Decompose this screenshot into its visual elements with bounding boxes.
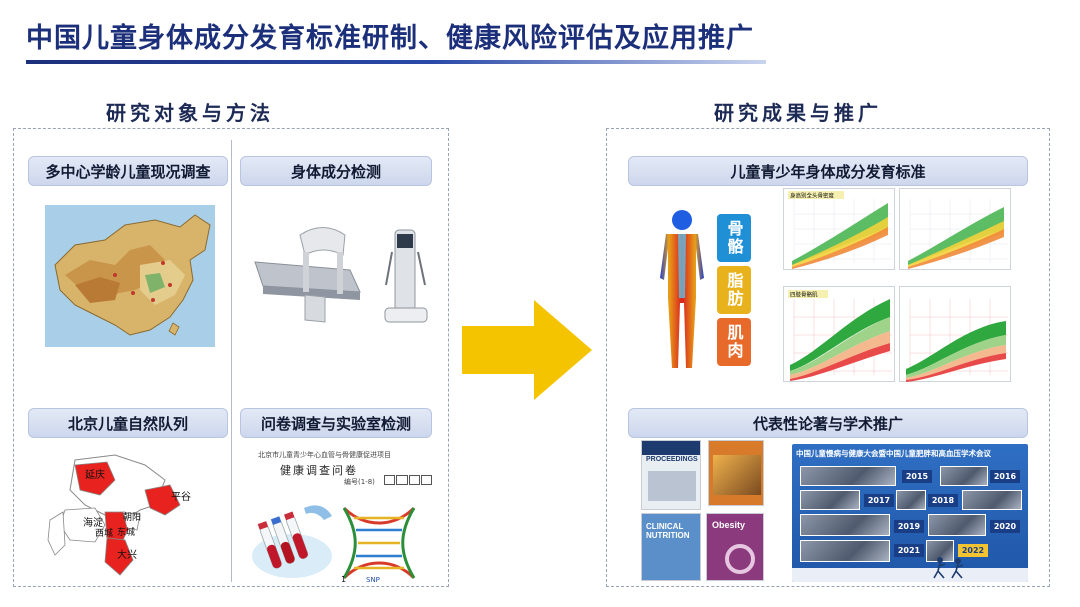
title-underline xyxy=(26,60,766,64)
cover-title-obesity: Obesity xyxy=(712,520,746,530)
tag-beijing-cohort: 北京儿童自然队列 xyxy=(28,408,228,438)
year-2019: 2019 xyxy=(894,520,924,533)
label-fat-text: 脂肪 xyxy=(724,272,744,308)
conference-timeline-image: 中国儿童慢病与健康大会暨中国儿童肥胖和高血压学术会议 2015 2016 201… xyxy=(792,444,1028,582)
chart-title-bmd: 身高别全头骨密度 xyxy=(790,192,835,200)
conference-header: 中国儿童慢病与健康大会暨中国儿童肥胖和高血压学术会议 xyxy=(796,449,991,458)
journal-cover-obesity: Obesity xyxy=(706,513,764,581)
map-label-daxing: 大兴 xyxy=(117,548,137,561)
cover-title-clinical-nutrition: CLINICAL NUTRITION xyxy=(646,522,690,540)
methods-divider xyxy=(231,140,232,582)
body-scan-figure-image xyxy=(648,208,716,373)
big-right-arrow-icon xyxy=(462,300,592,404)
right-section-heading: 研究成果与推广 xyxy=(714,101,882,125)
journal-cover-clinical-nutrition: CLINICAL NUTRITION xyxy=(641,513,701,581)
year-2022: 2022 xyxy=(958,544,988,557)
tag-body-composition-standard: 儿童青少年身体成分发育标准 xyxy=(628,156,1028,186)
questionnaire-title: 健康调查问卷 xyxy=(280,464,358,477)
tag-body-composition: 身体成分检测 xyxy=(240,156,432,186)
year-2016: 2016 xyxy=(990,470,1020,483)
growth-chart-bmd-boys: 身高别全头骨密度 xyxy=(783,188,895,270)
year-2018: 2018 xyxy=(928,494,958,507)
journal-cover-proceedings: PROCEEDINGS xyxy=(641,440,701,510)
map-label-pinggu: 平谷 xyxy=(171,491,191,503)
questionnaire-image: 北京市儿童青少年心血管与骨健康促进项目 健康调查问卷 编号(1-8) xyxy=(244,446,434,496)
left-section-heading: 研究对象与方法 xyxy=(106,101,274,125)
label-muscle-text: 肌肉 xyxy=(724,324,744,360)
label-muscle: 肌肉 xyxy=(717,318,751,366)
label-fat: 脂肪 xyxy=(717,266,751,314)
map-label-dongcheng: 东城 xyxy=(117,526,135,538)
map-label-haidian: 海淀 xyxy=(83,516,103,529)
journal-cover-2 xyxy=(708,440,764,506)
year-2015: 2015 xyxy=(902,470,932,483)
tag-publications-promotion: 代表性论著与学术推广 xyxy=(628,408,1028,438)
questionnaire-number-label: 编号(1-8) xyxy=(344,478,375,486)
tag-questionnaire-lab: 问卷调查与实验室检测 xyxy=(240,408,432,438)
map-label-chaoyang: 朝阳 xyxy=(123,512,141,523)
label-bone-text: 骨骼 xyxy=(724,220,744,256)
questionnaire-header: 北京市儿童青少年心血管与骨健康促进项目 xyxy=(258,451,391,459)
growth-chart-muscle-boys: 四肢骨骼肌 xyxy=(783,286,895,382)
year-2021: 2021 xyxy=(894,544,924,557)
body-composition-devices-image xyxy=(245,200,435,350)
cover-title-proceedings: PROCEEDINGS xyxy=(646,456,698,463)
beijing-district-map: 延庆 平谷 海淀 朝阳 西城 东城 大兴 xyxy=(45,450,215,582)
lab-tests-image: 1 SNP xyxy=(244,498,434,584)
growth-chart-bmd-girls xyxy=(899,188,1011,270)
questionnaire-number-boxes xyxy=(384,475,432,485)
label-bone: 骨骼 xyxy=(717,214,751,262)
dna-label-snp: SNP xyxy=(366,576,380,584)
tag-multicenter-survey: 多中心学龄儿童现况调查 xyxy=(28,156,228,186)
year-2020: 2020 xyxy=(990,520,1020,533)
chart-title-muscle: 四肢骨骼肌 xyxy=(790,291,818,299)
year-2017: 2017 xyxy=(864,494,894,507)
china-map-image xyxy=(45,205,215,347)
page-title: 中国儿童身体成分发育标准研制、健康风险评估及应用推广 xyxy=(26,23,754,54)
map-label-xicheng: 西城 xyxy=(95,528,113,539)
growth-chart-muscle-girls xyxy=(899,286,1011,382)
dna-label-1: 1 xyxy=(341,575,346,584)
map-label-yanqing: 延庆 xyxy=(85,468,105,481)
running-figures-icon xyxy=(933,557,964,579)
